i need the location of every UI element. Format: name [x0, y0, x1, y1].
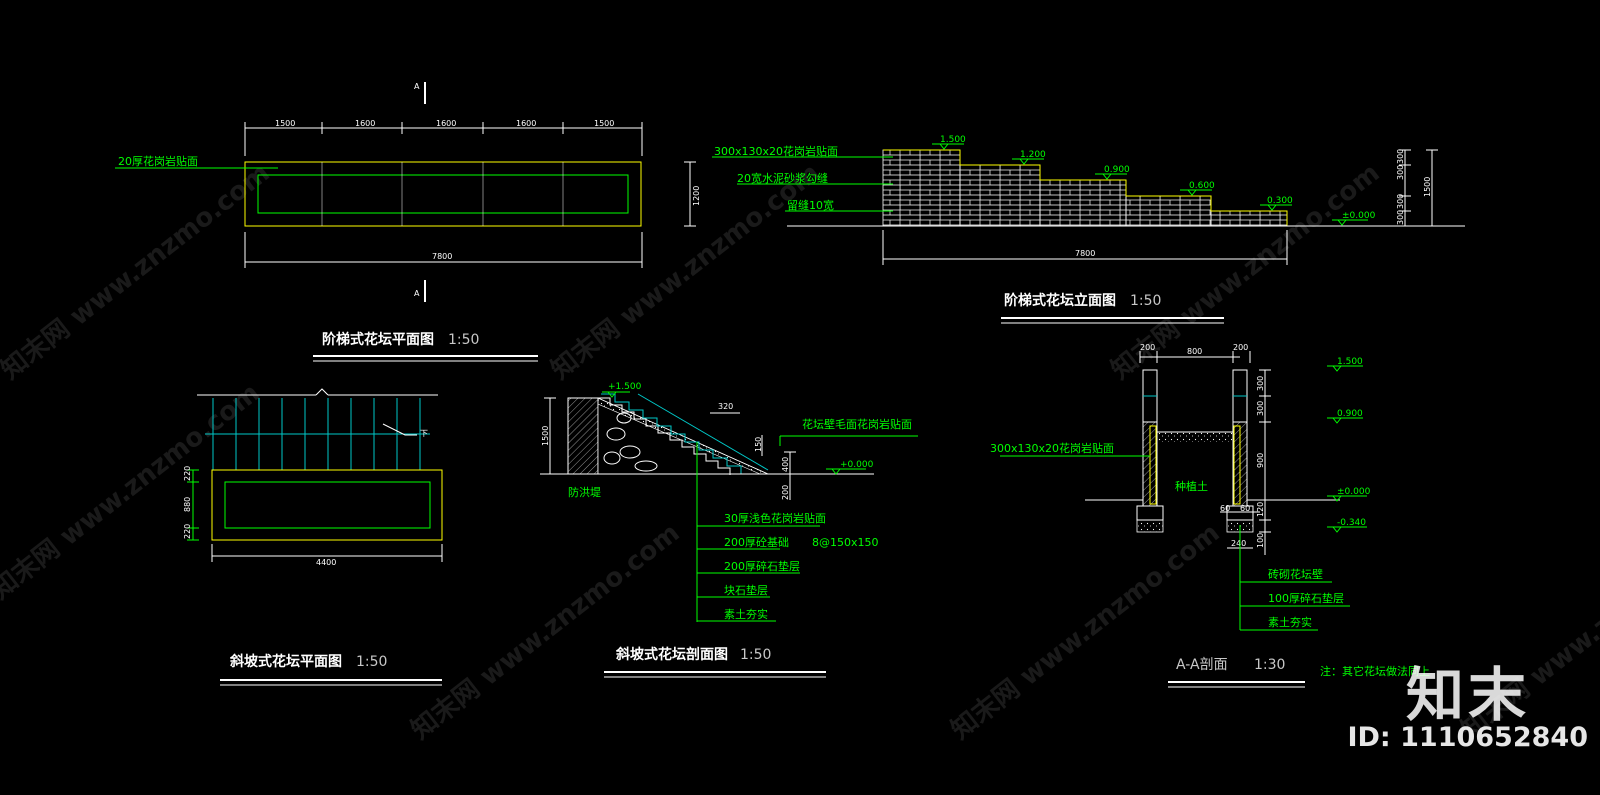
aa-level: 1.500 [1337, 357, 1363, 367]
plan-b-dim-left: 220 [183, 524, 192, 539]
aa-soil-label: 种植土 [1175, 479, 1208, 493]
elev-dim-total: 7800 [1075, 249, 1095, 258]
plan-a-dim-top: 1600 [355, 119, 375, 128]
elev-dim-right: 300 [1396, 210, 1405, 225]
aa-dim-top: 200 [1140, 343, 1155, 352]
slope-dim: 400 [781, 457, 790, 472]
plan-a-dim-top: 1500 [275, 119, 295, 128]
aa-layer: 素土夯实 [1268, 615, 1312, 629]
aa-dim-top: 200 [1233, 343, 1248, 352]
slope-top-label: 花坛壁毛面花岗岩贴面 [802, 417, 912, 431]
image-id-label: ID: 1110652840 [1347, 722, 1588, 753]
plan-a-title: 阶梯式花坛平面图 [322, 331, 434, 348]
aa-dim-right: 300 [1256, 401, 1265, 416]
plan-a-dim-top: 1600 [516, 119, 536, 128]
plan-a-drawing: 1500 1600 1600 1600 1500 1200 7800 A A 2… [115, 82, 701, 362]
general-note: 注：其它花坛做法同上 [1320, 664, 1430, 678]
slope-layer: 素土夯实 [724, 607, 768, 621]
plan-b-dim-total: 4400 [316, 558, 336, 567]
elev-dim-height-total: 1500 [1423, 177, 1432, 197]
plan-b-dim-left: 220 [183, 466, 192, 481]
plan-a-scale: 1:50 [448, 332, 479, 348]
aa-section-title: A-A剖面 [1176, 657, 1228, 673]
plan-b-title: 斜坡式花坛平面图 [229, 653, 342, 670]
slope-dim: 320 [718, 402, 733, 411]
elev-label: 20宽水泥砂浆勾缝 [737, 171, 828, 185]
aa-dim-right: 100 [1256, 533, 1265, 548]
znzmo-logo: 知末 [1405, 661, 1530, 729]
section-mark-a-top: A [414, 82, 420, 91]
slope-base-level: +0.000 [840, 460, 874, 470]
slope-dim: 150 [754, 437, 763, 452]
slope-section-scale: 1:50 [740, 647, 771, 663]
plan-b-scale: 1:50 [356, 654, 387, 670]
watermark-text: 知末网 www.znzmo.com [546, 158, 826, 386]
aa-left-label: 300x130x20花岗岩贴面 [990, 441, 1114, 455]
plan-a-dim-height: 1200 [692, 186, 701, 206]
aa-layer: 100厚碎石垫层 [1268, 591, 1344, 605]
aa-bottom-dim: 240 [1231, 539, 1246, 548]
elev-level: 1.500 [940, 135, 966, 145]
elev-dim-right: 300 [1396, 149, 1405, 164]
aa-level: -0.340 [1337, 518, 1366, 528]
aa-dim-right: 900 [1256, 453, 1265, 468]
aa-level: 0.900 [1337, 409, 1363, 419]
aa-dim-top: 800 [1187, 347, 1202, 356]
elevation-drawing: 1.500 1.200 0.900 0.600 0.300 ±0.000 300… [712, 135, 1465, 324]
aa-section-scale: 1:30 [1254, 657, 1285, 673]
elev-level: 0.300 [1267, 196, 1293, 206]
plan-b-dim-left: 880 [183, 497, 192, 512]
aa-level: ±0.000 [1337, 487, 1371, 497]
aa-dim-right: 120 [1256, 502, 1265, 517]
slope-dim: 1500 [541, 426, 550, 446]
plan-b-drawing: 下 220 880 220 4400 斜坡式花坛平面图 1:50 [183, 388, 443, 686]
slope-wall-label: 防洪堤 [568, 485, 601, 499]
aa-dim-right: 300 [1256, 376, 1265, 391]
elevation-scale: 1:50 [1130, 293, 1161, 309]
elev-level: 0.600 [1189, 181, 1215, 191]
slope-dim: 200 [781, 485, 790, 500]
watermark-text: 知末网 www.znzmo.com [406, 518, 686, 746]
elev-level: ±0.000 [1342, 211, 1376, 221]
elev-level: 0.900 [1104, 165, 1130, 175]
plan-a-dim-top: 1600 [436, 119, 456, 128]
plan-a-label: 20厚花岗岩贴面 [118, 154, 198, 168]
watermark-text: 知末网 www.znzmo.com [0, 378, 265, 606]
aa-bottom-dim: 60 [1240, 504, 1250, 513]
elev-dim-right: 300 [1396, 165, 1405, 180]
slope-rebar: 8@150x150 [812, 536, 879, 549]
aa-bottom-dim: 60 [1220, 504, 1230, 513]
plan-b-down-mark: 下 [420, 429, 428, 438]
plan-a-dim-top: 1500 [594, 119, 614, 128]
slope-layer: 200厚砼基础 [724, 536, 789, 549]
elev-level: 1.200 [1020, 150, 1046, 160]
elevation-title: 阶梯式花坛立面图 [1004, 292, 1116, 309]
elev-label: 300x130x20花岗岩贴面 [714, 144, 838, 158]
slope-layer: 块石垫层 [724, 583, 768, 597]
aa-section-drawing: 200 800 200 种植土 300x130x20花岗岩贴面 300 300 … [990, 343, 1430, 688]
elev-dim-right: 300 [1396, 194, 1405, 209]
slope-layer: 30厚浅色花岗岩贴面 [724, 511, 826, 525]
section-mark-a-bottom: A [414, 289, 420, 298]
slope-layer: 200厚碎石垫层 [724, 559, 800, 573]
slope-section-drawing: +1.500 +0.000 1500 320 150 400 200 防洪堤 花… [540, 382, 918, 678]
watermark-text: 知末网 www.znzmo.com [0, 158, 275, 386]
elev-label: 留缝10宽 [787, 198, 834, 212]
plan-a-dim-total: 7800 [432, 252, 452, 261]
watermark-text: 知末网 www.znzmo.com [946, 518, 1226, 746]
aa-layer: 砖砌花坛壁 [1268, 567, 1323, 581]
slope-top-level: +1.500 [608, 382, 642, 392]
slope-section-title: 斜坡式花坛剖面图 [615, 646, 728, 663]
